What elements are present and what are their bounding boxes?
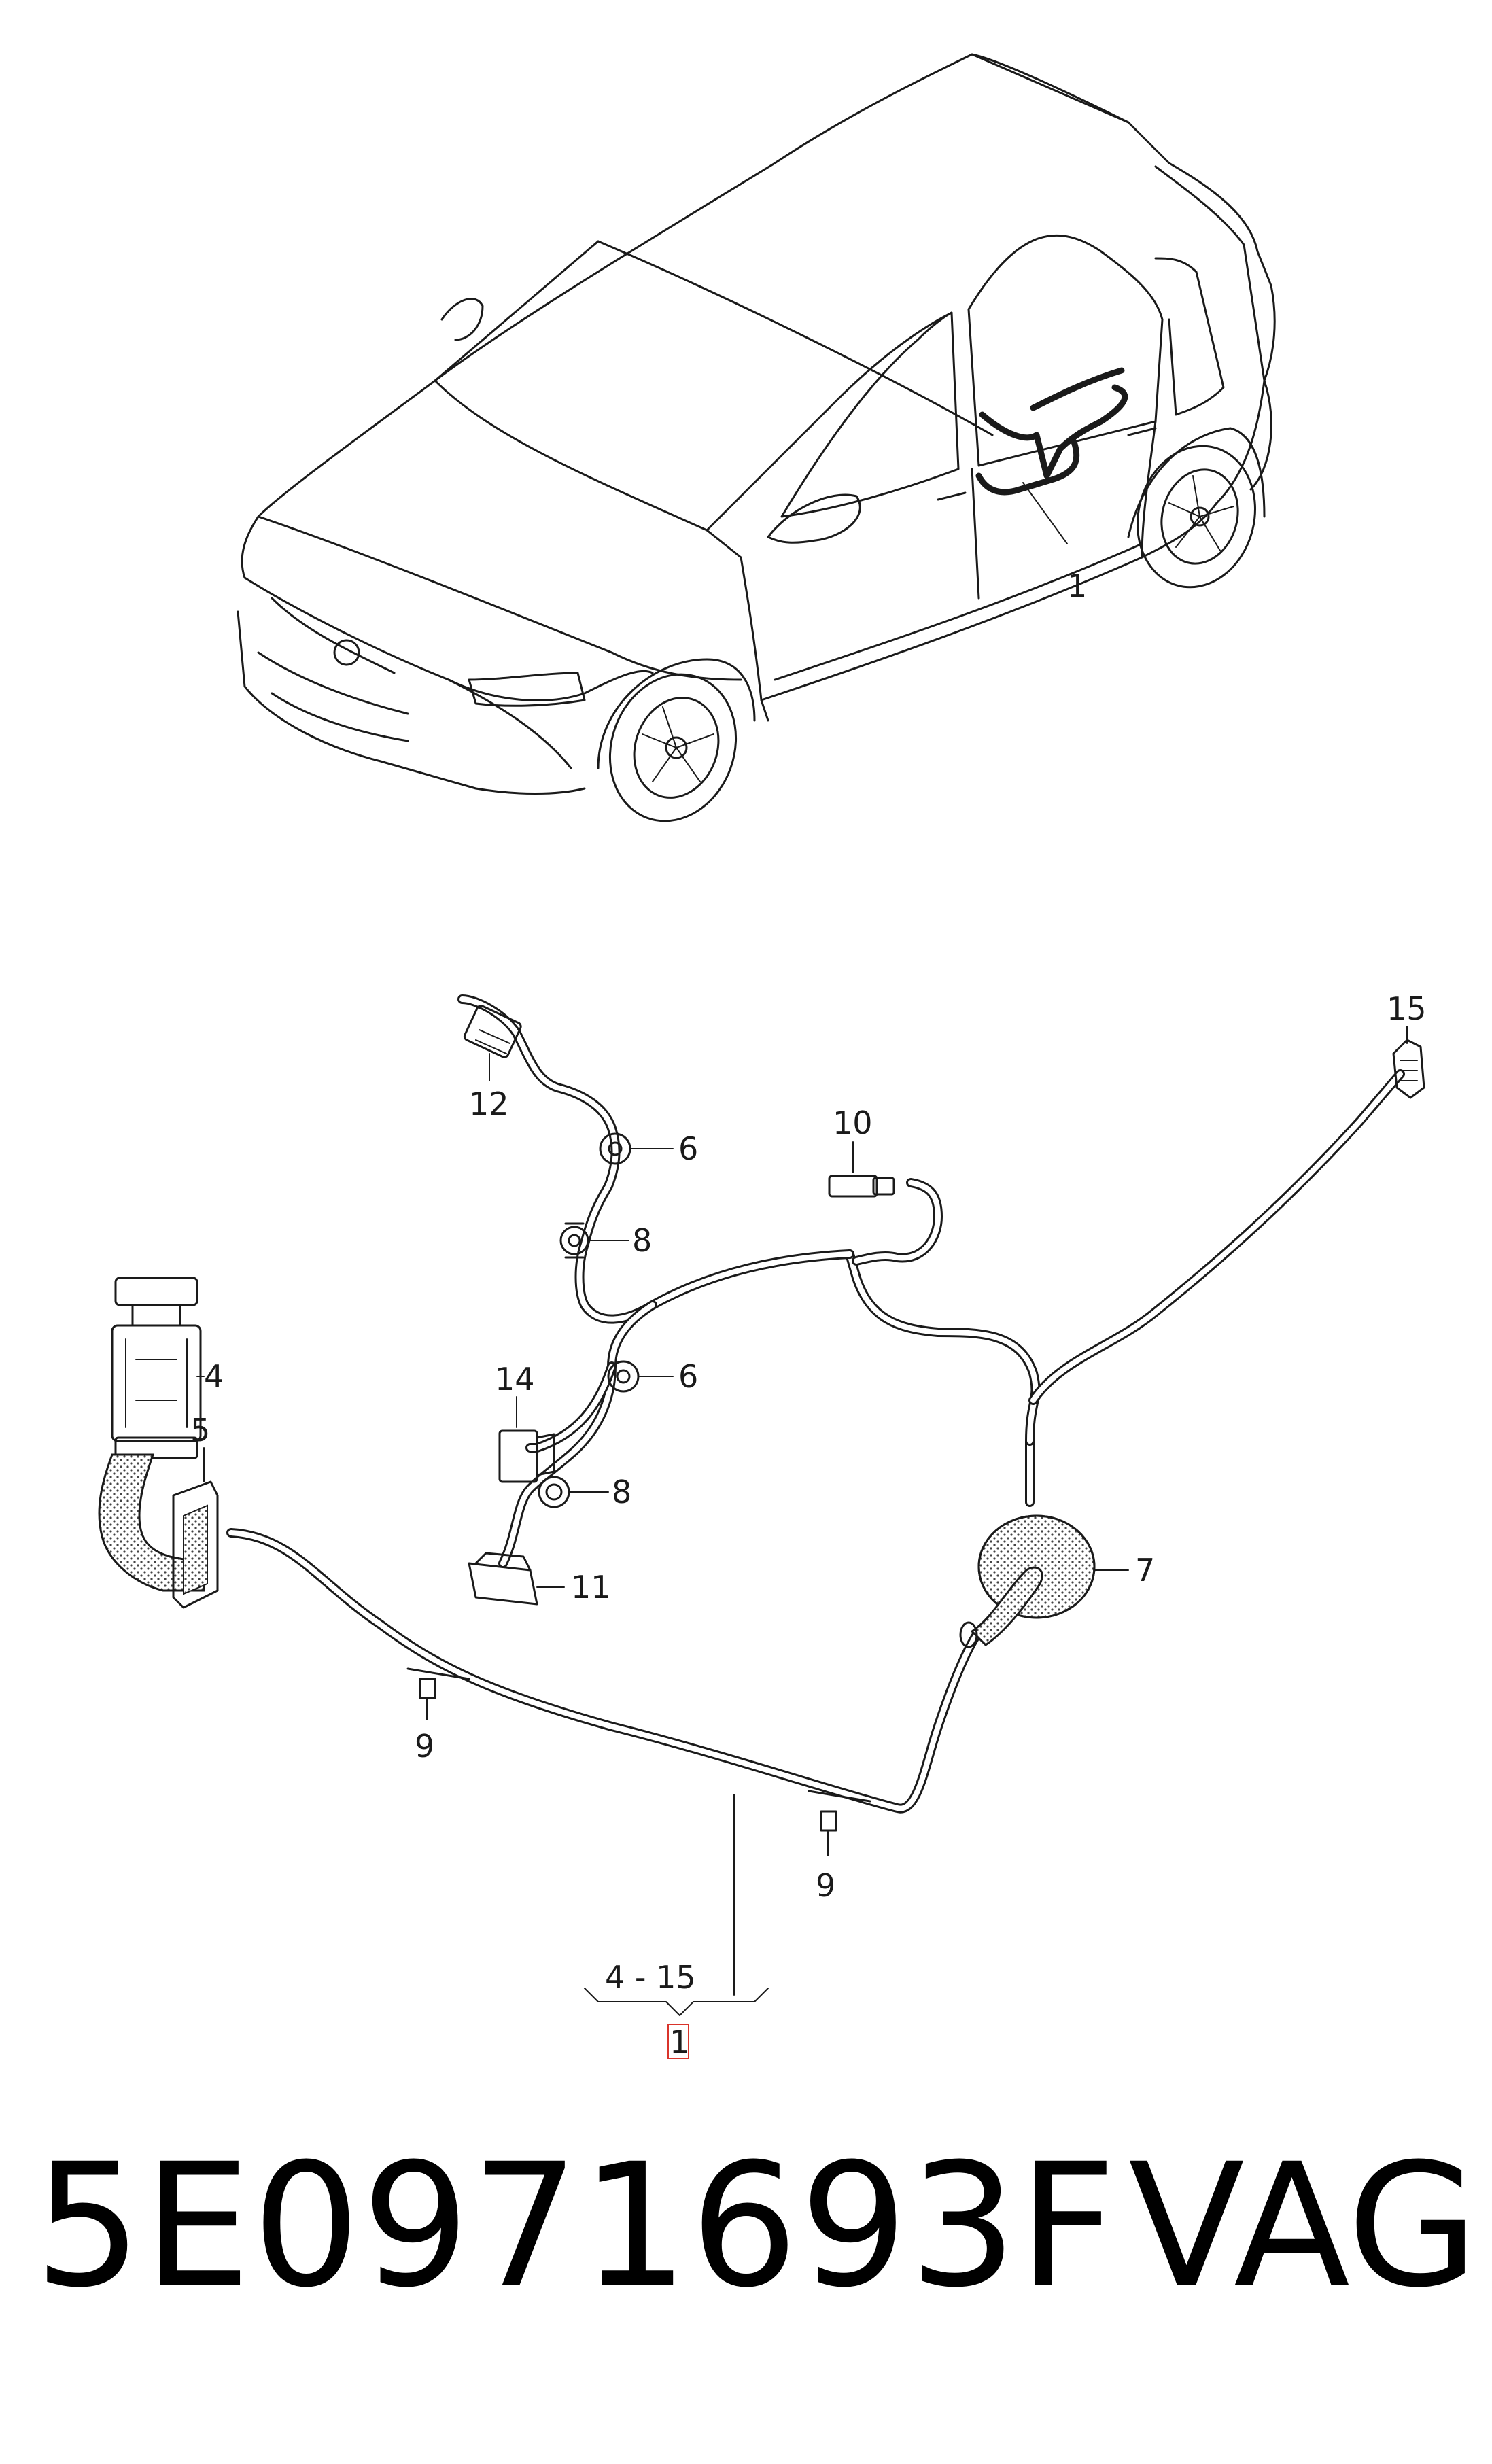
connector-15 [1392,1039,1425,1099]
grommet-5 [172,1480,219,1609]
callout-14: 14 [495,1361,535,1398]
callout-9-left: 9 [415,1728,434,1765]
connector-10 [828,1175,895,1198]
callout-8-lower: 8 [612,1474,631,1510]
brand-label: VAG [1128,2127,1479,2325]
door-harness-outline [975,367,1128,496]
connector-11 [468,1552,538,1606]
callout-8-upper: 8 [632,1222,652,1259]
grommet-7 [959,1514,1096,1648]
range-bracket [584,1988,769,2016]
corrugated-sleeve [98,1453,205,1592]
callout-9-right: 9 [816,1867,835,1904]
rear-wheel [1127,427,1266,589]
callout-10: 10 [833,1105,873,1141]
callout-6-lower: 6 [678,1358,698,1395]
car-illustration: 1 [237,53,1276,822]
assembly-highlight-box [667,2024,689,2059]
callout-range: 4 - 15 [605,1959,696,1996]
harness-assembly: 15 10 12 6 8 [98,990,1427,2060]
callout-5: 5 [190,1412,210,1448]
connector-12 [463,1005,522,1058]
clip-8-upper [559,1222,589,1259]
part-number: 5E0971693F [34,2127,1118,2325]
callout-11: 11 [571,1569,611,1606]
callout-15: 15 [1387,990,1427,1027]
callout-7: 7 [1135,1552,1155,1589]
connector-4 [111,1277,202,1459]
clip-9-right [808,1790,871,1832]
connector-14 [498,1429,555,1483]
callout-4: 4 [204,1358,224,1395]
front-wheel [597,658,756,822]
callout-1-car: 1 [1067,568,1087,604]
callout-6-upper: 6 [678,1130,698,1167]
callout-assembly: 1 [670,2024,689,2060]
clip-8-lower [538,1476,570,1508]
clip-9-left [406,1667,470,1699]
callout-12: 12 [469,1086,509,1122]
